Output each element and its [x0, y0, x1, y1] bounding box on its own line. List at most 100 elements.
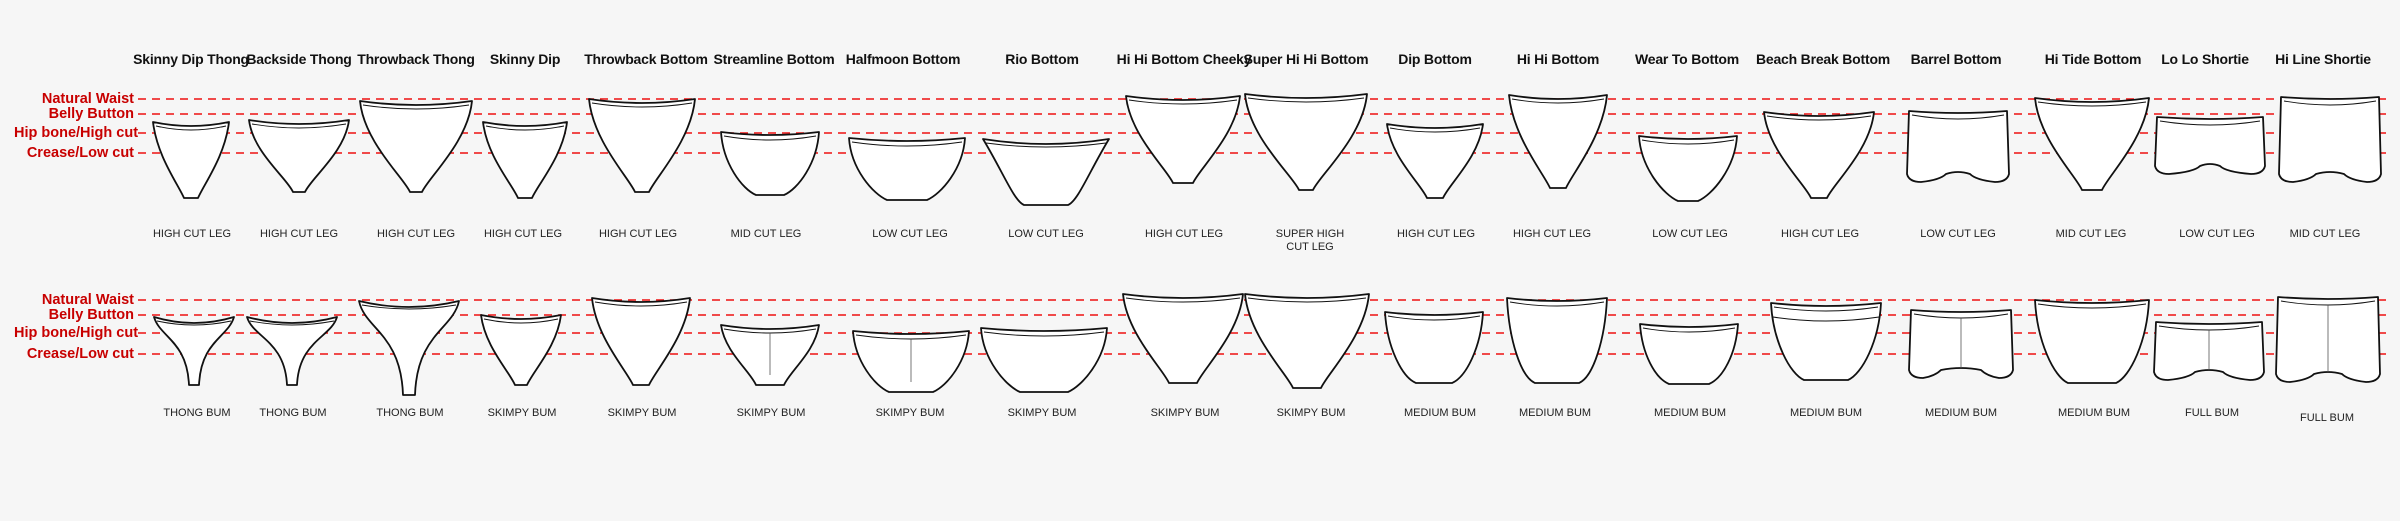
- style-title: Hi Hi Bottom Cheeky: [1116, 51, 1252, 67]
- garment-outline: [1908, 309, 2014, 379]
- back-view-garments: [153, 293, 2381, 396]
- bum-coverage-label: SKIMPY BUM: [1150, 407, 1220, 419]
- garment-outline: [482, 121, 568, 199]
- leg-cut-label: HIGH CUT LEG: [1144, 228, 1224, 240]
- leg-cut-label: MID CUT LEG: [2289, 228, 2361, 240]
- garment-outline: [852, 330, 970, 393]
- garment-outline: [1125, 95, 1241, 184]
- bum-coverage-label: SKIMPY BUM: [487, 407, 557, 419]
- bum-coverage-label: SKIMPY BUM: [875, 407, 945, 419]
- style-title: Super Hi Hi Bottom: [1243, 51, 1369, 67]
- garment-outline: [1244, 93, 1368, 191]
- style-title: Barrel Bottom: [1910, 51, 2002, 67]
- garment-outline: [720, 324, 820, 386]
- level-label-natural-waist: Natural Waist: [41, 91, 134, 107]
- leg-cut-label: HIGH CUT LEG: [1396, 228, 1476, 240]
- style-title: Streamline Bottom: [713, 51, 835, 67]
- garment-outline: [246, 316, 338, 386]
- style-title: Hi Line Shortie: [2275, 51, 2371, 67]
- garment-outline: [1244, 293, 1370, 389]
- level-label-belly-button: Belly Button: [48, 307, 134, 323]
- style-title: Hi Tide Bottom: [2044, 51, 2142, 67]
- bum-coverage-label: FULL BUM: [2185, 407, 2239, 419]
- bum-coverage-label: SKIMPY BUM: [736, 407, 806, 419]
- garment-outline: [480, 314, 562, 386]
- leg-cut-label: LOW CUT LEG: [1920, 228, 1996, 240]
- garment-outline: [980, 327, 1108, 393]
- bum-coverage-label: SKIMPY BUM: [1007, 407, 1077, 419]
- leg-cut-label: HIGH CUT LEG: [152, 228, 232, 240]
- garment-outline: [2278, 96, 2382, 183]
- garment-outline: [1763, 111, 1875, 199]
- level-label-belly-button: Belly Button: [48, 106, 134, 122]
- bum-coverage-label: MEDIUM BUM: [1518, 407, 1592, 419]
- bum-coverage-label: MEDIUM BUM: [1924, 407, 1998, 419]
- bum-coverage-label: MEDIUM BUM: [1789, 407, 1863, 419]
- leg-cut-label: HIGH CUT LEG: [1780, 228, 1860, 240]
- leg-cut-label: HIGH CUT LEG: [376, 228, 456, 240]
- garment-outline: [2275, 296, 2381, 383]
- garment-outline: [248, 119, 350, 193]
- style-title: Backside Thong: [246, 51, 352, 67]
- bum-coverage-label: THONG BUM: [163, 407, 231, 419]
- bum-coverage-label: FULL BUM: [2300, 412, 2354, 424]
- garment-outline: [1906, 110, 2010, 183]
- garment-outline: [1506, 297, 1608, 384]
- garment-outline: [720, 131, 820, 196]
- garment-outline: [1508, 94, 1608, 189]
- garment-outline: [1770, 302, 1882, 381]
- bum-coverage-label: SKIMPY BUM: [607, 407, 677, 419]
- garment-outline: [2034, 97, 2150, 191]
- garment-outline: [1638, 135, 1738, 202]
- leg-cut-label: HIGH CUT LEG: [598, 228, 678, 240]
- bum-coverage-label: THONG BUM: [259, 407, 327, 419]
- style-title: Beach Break Bottom: [1755, 51, 1891, 67]
- leg-cut-label: LOW CUT LEG: [872, 228, 948, 240]
- garment-outline: [1639, 323, 1739, 385]
- style-title: Halfmoon Bottom: [845, 51, 961, 67]
- style-title: Throwback Bottom: [584, 51, 708, 67]
- leg-cut-label: MID CUT LEG: [730, 228, 802, 240]
- style-title: Hi Hi Bottom: [1516, 51, 1600, 67]
- style-title: Dip Bottom: [1398, 51, 1472, 67]
- leg-cut-label: LOW CUT LEG: [2179, 228, 2255, 240]
- level-label-crease: Crease/Low cut: [26, 346, 134, 362]
- bum-coverage-label: SKIMPY BUM: [1276, 407, 1346, 419]
- garment-outline: [1386, 123, 1484, 199]
- leg-cut-label: MID CUT LEG: [2055, 228, 2127, 240]
- garment-outline: [359, 100, 473, 193]
- style-title: Wear To Bottom: [1634, 51, 1740, 67]
- garment-outline: [153, 316, 235, 386]
- garment-outline: [152, 121, 230, 199]
- leg-cut-label: HIGH CUT LEG: [1512, 228, 1592, 240]
- style-title: Rio Bottom: [1005, 51, 1079, 67]
- bum-coverage-label: THONG BUM: [376, 407, 444, 419]
- leg-cut-label: HIGH CUT LEG: [259, 228, 339, 240]
- garment-outline: [1122, 293, 1244, 384]
- bum-coverage-label: MEDIUM BUM: [1653, 407, 1727, 419]
- garment-outline: [1384, 311, 1484, 384]
- leg-cut-label: SUPER HIGH CUT LEG: [1275, 228, 1345, 253]
- style-title: Lo Lo Shortie: [2161, 51, 2249, 67]
- level-label-hip-bone: Hip bone/High cut: [14, 325, 139, 341]
- garment-outline: [982, 138, 1110, 206]
- level-label-crease: Crease/Low cut: [26, 145, 134, 161]
- garment-outline: [2034, 299, 2150, 384]
- garment-outline: [588, 98, 696, 193]
- level-label-hip-bone: Hip bone/High cut: [14, 125, 139, 141]
- garment-outline: [358, 300, 460, 396]
- garment-outline: [2154, 116, 2266, 175]
- garment-outline: [848, 137, 966, 201]
- leg-cut-label: LOW CUT LEG: [1652, 228, 1728, 240]
- leg-cut-label: LOW CUT LEG: [1008, 228, 1084, 240]
- style-title: Skinny Dip: [489, 51, 561, 67]
- front-view-garments: [152, 93, 2382, 206]
- level-label-natural-waist: Natural Waist: [41, 292, 134, 308]
- garment-outline: [2153, 321, 2265, 381]
- garment-outline: [591, 297, 691, 386]
- bum-coverage-label: MEDIUM BUM: [1403, 407, 1477, 419]
- bum-coverage-label: MEDIUM BUM: [2057, 407, 2131, 419]
- style-title: Throwback Thong: [357, 51, 475, 67]
- style-title: Skinny Dip Thong: [133, 51, 249, 67]
